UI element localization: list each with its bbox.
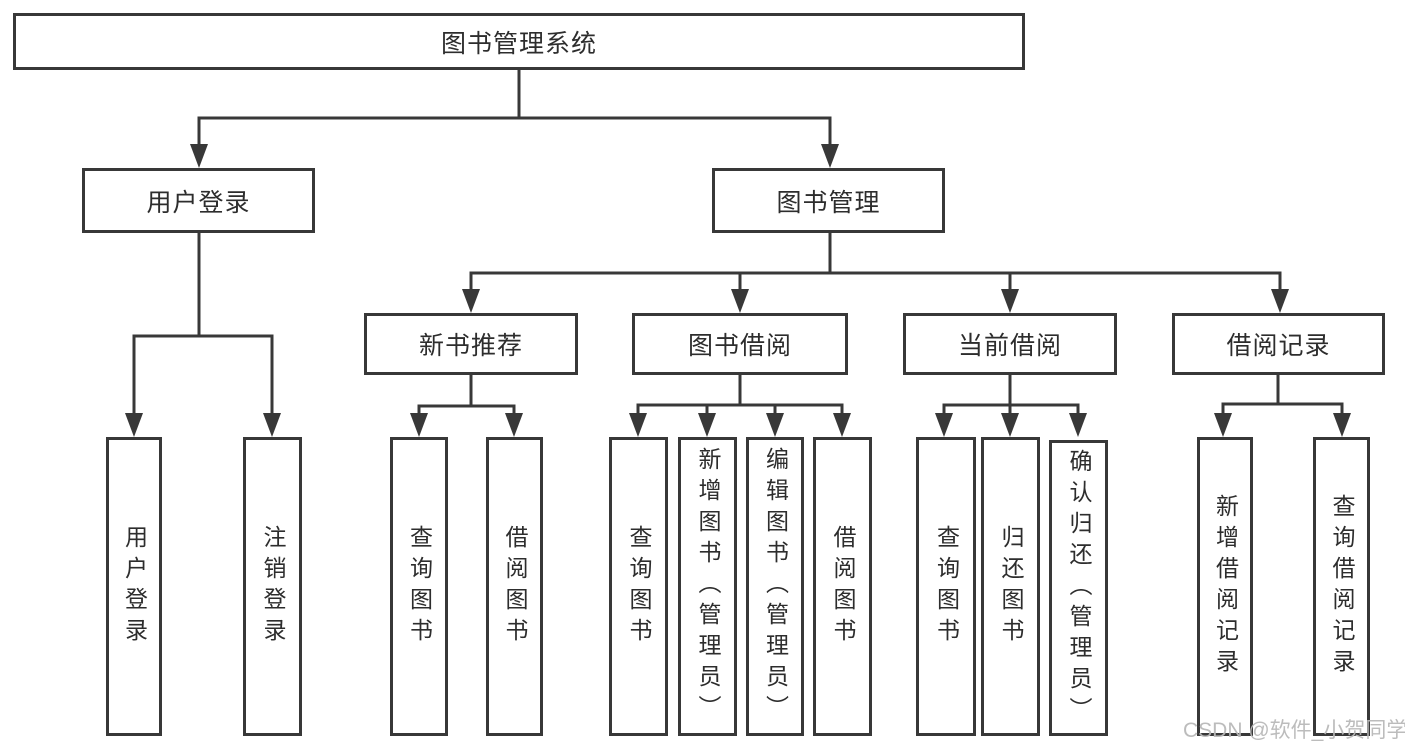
- leaf-confirm-return-admin: 确认归还（管理员）: [1049, 440, 1108, 736]
- node-new-book-recommendation: 新书推荐: [364, 313, 578, 375]
- leaf-edit-book-admin-label: 编辑图书（管理员）: [762, 447, 789, 726]
- leaf-borrow-books-recommend: 借阅图书: [486, 437, 543, 736]
- leaf-query-borrow-record-label: 查询借阅记录: [1329, 493, 1355, 680]
- leaf-query-borrow-record: 查询借阅记录: [1313, 437, 1370, 736]
- leaf-confirm-return-admin-label: 确认归还（管理员）: [1066, 448, 1092, 728]
- node-borrowing-records: 借阅记录: [1172, 313, 1385, 375]
- leaf-query-books-recommend-label: 查询图书: [406, 524, 433, 649]
- root-node-label: 图书管理系统: [440, 29, 597, 58]
- leaf-borrow-books: 借阅图书: [813, 437, 872, 736]
- leaf-borrow-books-label: 借阅图书: [830, 524, 856, 649]
- node-user-login-label: 用户登录: [146, 188, 251, 217]
- leaf-logout-label: 注销登录: [260, 524, 286, 649]
- leaf-add-borrow-record: 新增借阅记录: [1197, 437, 1253, 736]
- arrowheads: [125, 144, 1351, 437]
- leaf-user-login: 用户登录: [106, 437, 162, 736]
- node-user-login: 用户登录: [82, 168, 315, 233]
- leaf-query-books-borrow-label: 查询图书: [626, 524, 652, 649]
- leaf-query-books-current: 查询图书: [916, 437, 976, 736]
- node-current-borrowing: 当前借阅: [903, 313, 1117, 375]
- leaf-query-books-current-label: 查询图书: [933, 524, 960, 649]
- leaf-add-borrow-record-label: 新增借阅记录: [1212, 493, 1239, 680]
- node-borrowing-records-label: 借阅记录: [1226, 332, 1331, 360]
- leaf-borrow-books-recommend-label: 借阅图书: [502, 524, 528, 649]
- node-current-borrowing-label: 当前借阅: [957, 332, 1062, 360]
- leaf-query-books-recommend: 查询图书: [390, 437, 448, 736]
- leaf-user-login-label: 用户登录: [121, 524, 148, 649]
- leaf-return-book: 归还图书: [981, 437, 1040, 736]
- leaf-edit-book-admin: 编辑图书（管理员）: [746, 437, 804, 736]
- leaf-add-book-admin: 新增图书（管理员）: [678, 437, 737, 736]
- leaf-logout: 注销登录: [243, 437, 302, 736]
- node-book-borrowing-label: 图书借阅: [687, 332, 792, 360]
- root-node-library-management-system: 图书管理系统: [13, 13, 1025, 70]
- csdn-watermark: CSDN @软件_小贺同学: [1183, 719, 1405, 742]
- node-book-management-label: 图书管理: [776, 188, 881, 217]
- node-new-book-recommendation-label: 新书推荐: [418, 332, 523, 360]
- leaf-query-books-borrow: 查询图书: [609, 437, 668, 736]
- leaf-add-book-admin-label: 新增图书（管理员）: [695, 447, 721, 726]
- node-book-management: 图书管理: [712, 168, 945, 233]
- node-book-borrowing: 图书借阅: [632, 313, 848, 375]
- leaf-return-book-label: 归还图书: [998, 524, 1024, 649]
